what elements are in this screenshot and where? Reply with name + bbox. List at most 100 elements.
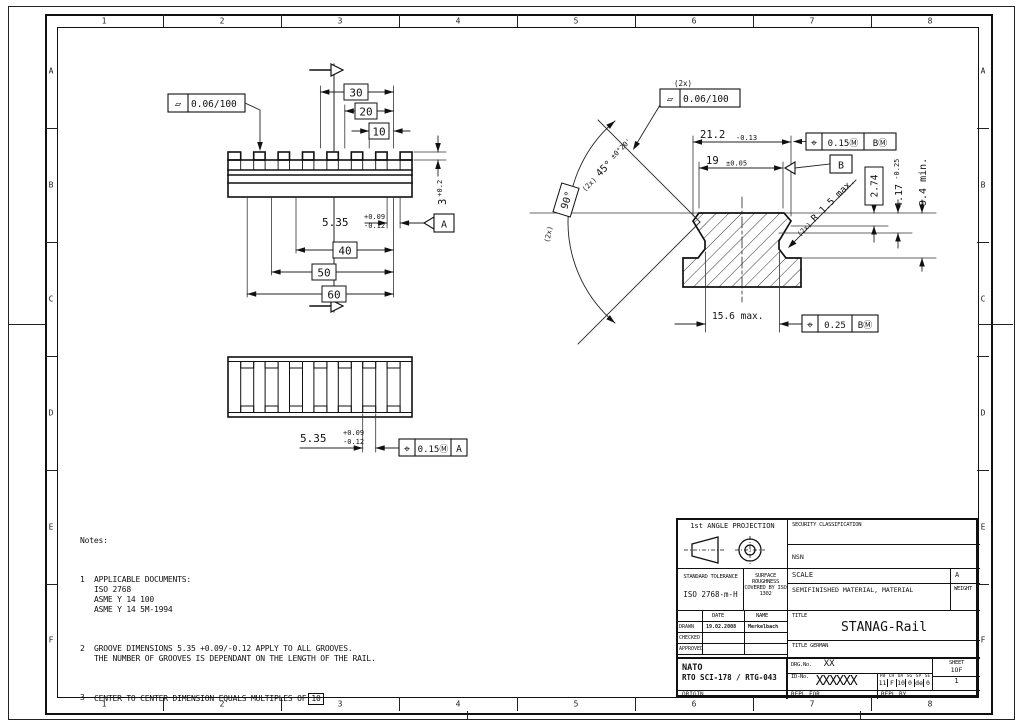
grid-col-label: 2 (219, 699, 225, 709)
grid-col-label: 6 (691, 699, 697, 709)
angle-45-label: (2x) 45° ±0°20' (579, 137, 636, 194)
grid-divider (753, 14, 754, 27)
scale-value-cell: A (950, 568, 980, 583)
dim-20: 20 (359, 106, 372, 119)
grid-divider (399, 14, 400, 27)
note-3: 3 CENTER TO CENTER DIMENSION EQUALS MULT… (80, 693, 640, 705)
dim-535-tol-up: +0.09 (364, 213, 385, 221)
svg-text:0.25: 0.25 (824, 321, 846, 331)
drg-number: XX (823, 659, 835, 669)
flatness-fcf-side: ▱ 0.06/100 (167, 93, 261, 148)
fold-mark-1 (467, 711, 468, 719)
dim-535-top: 5.35 (300, 432, 327, 445)
dim-212: 21.2 (700, 129, 725, 141)
dim-212-tol: -0.13 (736, 134, 757, 142)
grid-col-label: 8 (927, 699, 933, 709)
grid-row-label: C (48, 294, 54, 304)
org-cell: NATO RTO SCI-178 / RTG-043 (678, 657, 788, 690)
svg-text:BⓂ: BⓂ (873, 138, 887, 149)
drawing-frame (57, 27, 979, 698)
dim-417: 4.17 -0.25 (893, 159, 905, 208)
grid-divider (635, 697, 636, 711)
grid-row-label: F (980, 635, 986, 645)
grid-col-label: 7 (809, 16, 815, 26)
drawn-label: DRAWN (679, 624, 695, 630)
dim-50: 50 (317, 267, 330, 280)
repl-by-cell: REPL.BY (877, 690, 980, 699)
grid-divider (871, 697, 872, 711)
id-cell: ID-No. XXXXXX (788, 673, 877, 690)
id-number: XXXXXX (815, 674, 858, 689)
dim-535-tol-dn: -0.12 (364, 222, 385, 230)
svg-text:90°: 90° (560, 190, 576, 210)
dim-30: 30 (349, 87, 362, 100)
dim-40: 40 (338, 245, 351, 258)
grid-row-label: B (980, 180, 986, 190)
grid-col-label: 4 (455, 16, 461, 26)
grid-row-label: E (48, 522, 54, 532)
material-cell: SEMIFINISHED MATERIAL, MATERIAL (788, 583, 950, 610)
dim-535: 5.35 (322, 216, 349, 229)
drg-cell: DRG.No. XX (788, 657, 932, 673)
security-cell: SECURITY CLASSIFICATION (788, 520, 980, 545)
position-icon: ⌖ (811, 137, 817, 150)
grid-divider (281, 14, 282, 27)
dim-19-tol: ±0.05 (726, 160, 747, 168)
scale-cell: SCALE (788, 568, 950, 583)
dim-94: 9.4 min. (918, 158, 929, 206)
svg-text:A: A (456, 444, 462, 455)
approved-label: APPROVED (679, 646, 704, 652)
title-german-cell: TITLE GERMAN (788, 640, 980, 657)
grid-divider (753, 697, 754, 711)
grid-divider (517, 697, 518, 711)
nsn-cell: NSN (792, 553, 804, 561)
grid-divider (399, 697, 400, 711)
fold-mark-2 (860, 711, 861, 719)
datum-a-flag: A (422, 213, 455, 233)
flatness-fcf-section: (2x) ▱ 0.06/100 (633, 79, 741, 150)
notes-heading: Notes: (80, 536, 108, 545)
note-3-boxed-value: 10 (308, 693, 324, 705)
grid-col-label: 6 (691, 16, 697, 26)
dim-156: 15.6 max. (712, 311, 763, 322)
section-view: 90° (2x) (2x) 45° ±0°20' (2x) ▱ 0.06/100… (529, 79, 937, 345)
grid-divider (871, 14, 872, 27)
projection-label: 1st ANGLE PROJECTION (690, 522, 775, 530)
grid-col-label: 4 (455, 699, 461, 709)
checked-label: CHECKED (679, 635, 701, 641)
grid-divider (977, 584, 989, 585)
grid-col-label: 1 (101, 699, 107, 709)
svg-text:A: A (441, 220, 447, 231)
surface-roughness-cell: SURFACE ROUGHNESS COVERED BY ISO 1302 (744, 568, 788, 610)
origin-cell: ORIGIN (678, 690, 788, 699)
grid-divider (635, 14, 636, 27)
repl-for-cell: REPL.FOR (788, 690, 877, 699)
grid-col-label: 8 (927, 16, 933, 26)
grid-divider (45, 356, 57, 357)
position-fcf-top: ⌖ 0.15Ⓜ BⓂ (793, 132, 897, 151)
radius-callout: (2x) R 1.5 max. (788, 176, 857, 248)
grid-frame (45, 14, 993, 715)
position-icon: ⌖ (404, 443, 410, 456)
grid-row-label: D (980, 408, 986, 418)
grid-divider (517, 14, 518, 27)
flatness-icon: ▱ (667, 94, 673, 105)
rail-cross-section (682, 212, 802, 288)
svg-text:(2x) R 1.5 max.: (2x) R 1.5 max. (794, 176, 857, 239)
title-cell: TITLE STANAG-Rail (788, 610, 980, 640)
sheet-cell: SHEET 1OF 1 (932, 657, 980, 690)
dim-3: 3+0.2 (436, 180, 449, 205)
title-block: 1st ANGLE PROJECTION SECURITY CLASSIFICA… (676, 518, 980, 699)
flatness-value: 0.06/100 (191, 99, 237, 110)
svg-text:0.15Ⓜ: 0.15Ⓜ (828, 138, 859, 149)
svg-text:BⓂ: BⓂ (858, 320, 872, 331)
dim-19: 19 (706, 155, 719, 167)
top-view: 5.35 +0.09 -0.12 ⌖ 0.15Ⓜ A (227, 356, 468, 457)
datum-b-flag: B (783, 154, 853, 175)
grid-row-label: C (980, 294, 986, 304)
grid-row-label: A (980, 66, 986, 76)
